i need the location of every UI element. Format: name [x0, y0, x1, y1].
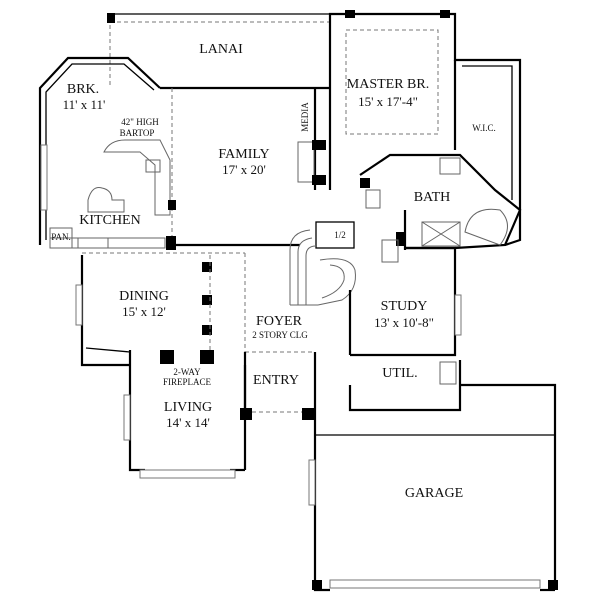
breakfast-label: BRK. [66, 82, 100, 97]
dining-label: DINING [119, 289, 169, 304]
lanai-outline [107, 13, 331, 85]
kitchen-label: KITCHEN [79, 213, 141, 228]
master-bedroom-dims: 15' x 17'-4" [358, 94, 418, 109]
bartop-label-line2: BARTOP [119, 128, 155, 138]
garage-label: GARAGE [404, 486, 464, 501]
fireplace-label-line1: 2-WAY [173, 367, 201, 377]
garage-walls [308, 383, 558, 592]
family-room-structure [166, 88, 326, 250]
half-bath-label: 1/2 [334, 230, 346, 240]
wic-label: W.I.C. [472, 123, 496, 133]
media-label: MEDIA [300, 102, 311, 132]
living-walls [123, 350, 247, 479]
foyer-note: 2 STORY CLG [252, 330, 308, 340]
study-label: STUDY [380, 299, 428, 314]
entry-label: ENTRY [253, 373, 299, 388]
lanai-label: LANAI [199, 42, 243, 57]
family-dims: 17' x 20' [222, 162, 266, 177]
breakfast-dims: 11' x 11' [62, 97, 106, 112]
foyer-label: FOYER [256, 314, 302, 329]
study-dims: 13' x 10'-8" [374, 315, 434, 330]
dining-dims: 15' x 12' [122, 304, 166, 319]
kitchen-fixtures [49, 139, 171, 249]
dining-walls [75, 252, 245, 367]
bath-label: BATH [413, 190, 451, 205]
pantry-label: PAN. [51, 232, 71, 242]
half-bath-and-stairs [289, 221, 399, 306]
breakfast-bay-walls [38, 56, 330, 245]
master-bedroom-walls [328, 10, 522, 247]
family-label: FAMILY [218, 147, 270, 162]
master-bedroom-label: MASTER BR. [346, 77, 430, 92]
living-dims: 14' x 14' [166, 415, 210, 430]
util-label: UTIL. [382, 366, 418, 381]
bartop-label-line1: 42" HIGH [121, 117, 159, 127]
bath-walls [359, 153, 522, 250]
fireplace-label-line2: FIREPLACE [162, 377, 212, 387]
living-label: LIVING [163, 400, 213, 415]
